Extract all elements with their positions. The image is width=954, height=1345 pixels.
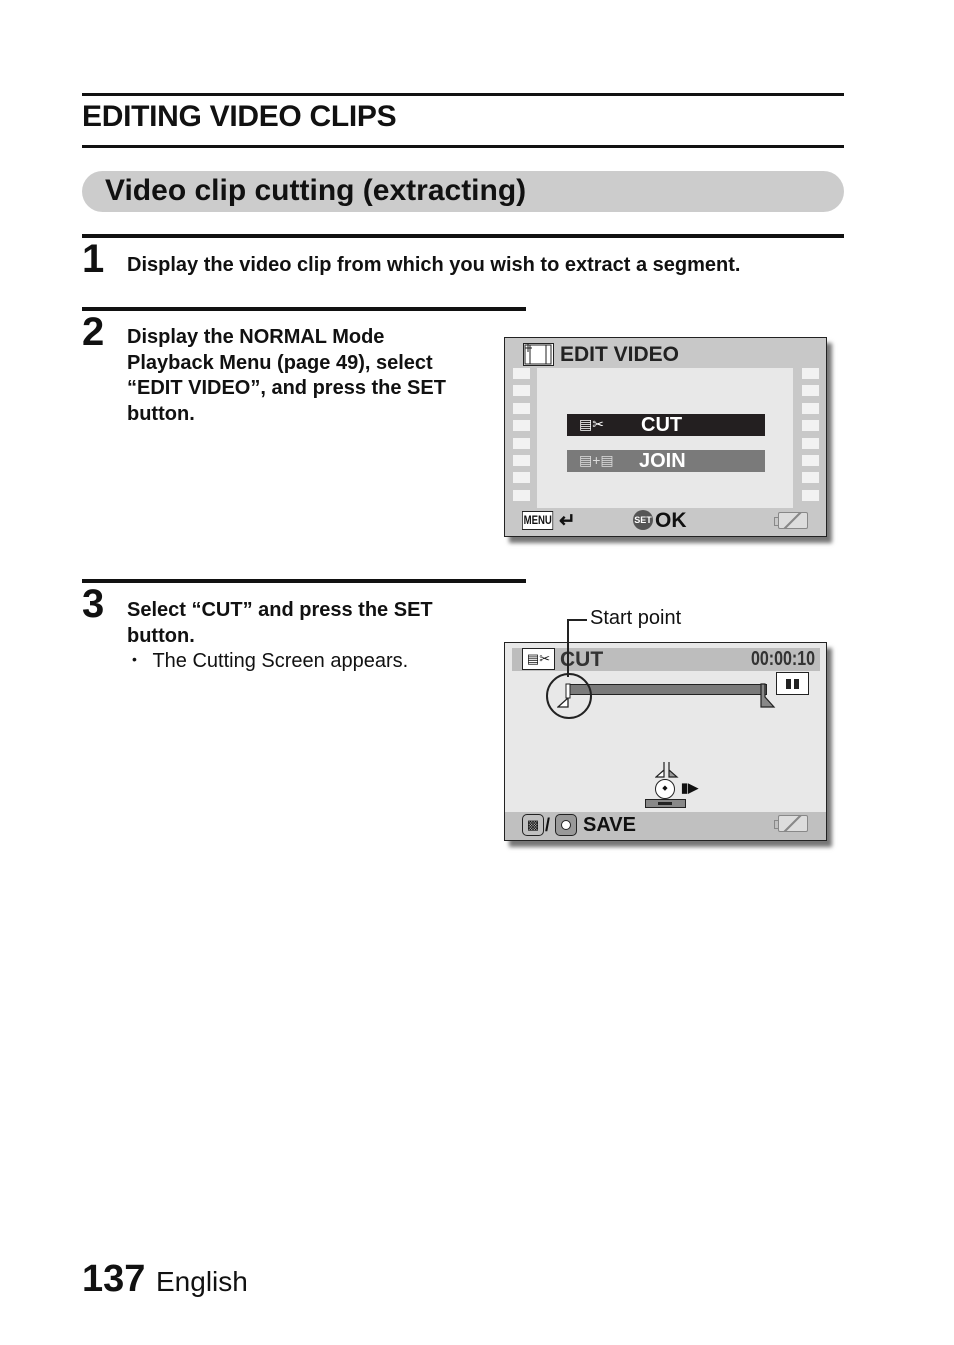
menu-button[interactable]: MENU bbox=[522, 511, 554, 530]
step-2-line: button. bbox=[127, 402, 195, 425]
edit-video-screen: EDIT VIDEO ▤✂ CUT ▤+▤ JOIN MENU ↵ SET OK bbox=[504, 337, 827, 537]
timecode: 00:00:10 bbox=[751, 648, 816, 670]
film-strip-left bbox=[513, 368, 530, 507]
subsection-title: Video clip cutting (extracting) bbox=[105, 174, 527, 207]
film-join-icon: ▤+▤ bbox=[579, 452, 614, 468]
marker-pair-icon bbox=[655, 762, 679, 778]
start-point-callout: Start point bbox=[590, 607, 682, 629]
edit-video-title: EDIT VIDEO bbox=[560, 343, 680, 366]
page-number: 137 bbox=[82, 1258, 146, 1300]
separator: / bbox=[545, 815, 551, 835]
section-title: EDITING VIDEO CLIPS bbox=[82, 100, 397, 133]
battery-icon bbox=[774, 512, 808, 529]
step-2-line: “EDIT VIDEO”, and press the SET bbox=[127, 377, 446, 399]
menu-area bbox=[537, 368, 793, 508]
callout-line-h bbox=[567, 619, 587, 621]
step-1-text: Display the video clip from which you wi… bbox=[127, 254, 741, 276]
set-button-icon[interactable]: SET bbox=[633, 510, 653, 530]
step-1-number: 1 bbox=[82, 237, 105, 281]
step-2-text: Display the NORMAL Mode Playback Menu (p… bbox=[127, 325, 497, 427]
cut-title-bar bbox=[512, 648, 820, 671]
step-2-number: 2 bbox=[82, 310, 105, 354]
section-rule bbox=[82, 145, 844, 148]
ok-label: OK bbox=[655, 509, 687, 532]
play-step-icon: ▮▶ bbox=[681, 780, 699, 795]
pause-icon[interactable] bbox=[776, 672, 809, 695]
step-1-rule bbox=[82, 234, 844, 238]
step-3-rule bbox=[82, 579, 526, 583]
position-indicator bbox=[645, 799, 686, 808]
step-2-rule bbox=[82, 307, 526, 311]
language-label: English bbox=[156, 1266, 248, 1297]
menu-option-join[interactable]: ▤+▤ JOIN bbox=[567, 450, 765, 472]
photo-button-icon[interactable] bbox=[555, 814, 577, 836]
film-scissors-icon: ▤✂ bbox=[579, 416, 604, 432]
step-3-text: Select “CUT” and press the SET button. bbox=[127, 598, 497, 649]
menu-option-cut[interactable]: ▤✂ CUT bbox=[567, 414, 765, 436]
step-3-bullet: • The Cutting Screen appears. bbox=[132, 650, 408, 673]
start-point-circle bbox=[546, 673, 592, 719]
cut-screen: ▤✂ CUT 00:00:10 ◆ ▮▶ ▩ / SAVE bbox=[504, 642, 827, 841]
film-strip-right bbox=[802, 368, 819, 507]
video-button-icon[interactable]: ▩ bbox=[522, 814, 544, 836]
cut-title: CUT bbox=[560, 648, 604, 671]
save-label: SAVE bbox=[583, 814, 636, 836]
end-marker-icon[interactable] bbox=[759, 683, 779, 709]
step-3-number: 3 bbox=[82, 582, 105, 626]
step-3-line: Select “CUT” and press the SET bbox=[127, 599, 433, 621]
step-2-line: Playback Menu (page 49), select bbox=[127, 351, 433, 374]
step-3-line: button. bbox=[127, 624, 195, 647]
return-arrow-icon: ↵ bbox=[559, 510, 576, 532]
dpad-icon: ◆ bbox=[655, 779, 675, 799]
subsection-banner: Video clip cutting (extracting) bbox=[82, 171, 844, 212]
film-edit-icon bbox=[523, 343, 554, 366]
film-scissors-icon: ▤✂ bbox=[522, 648, 555, 670]
step-3-bullet-text: The Cutting Screen appears. bbox=[152, 650, 409, 672]
timeline-bar[interactable] bbox=[567, 684, 767, 695]
step-2-line: Display the NORMAL Mode bbox=[127, 326, 385, 348]
battery-icon bbox=[774, 815, 808, 832]
top-rule bbox=[82, 93, 844, 96]
callout-line-v bbox=[567, 619, 569, 677]
bullet-dot: • bbox=[132, 651, 137, 667]
